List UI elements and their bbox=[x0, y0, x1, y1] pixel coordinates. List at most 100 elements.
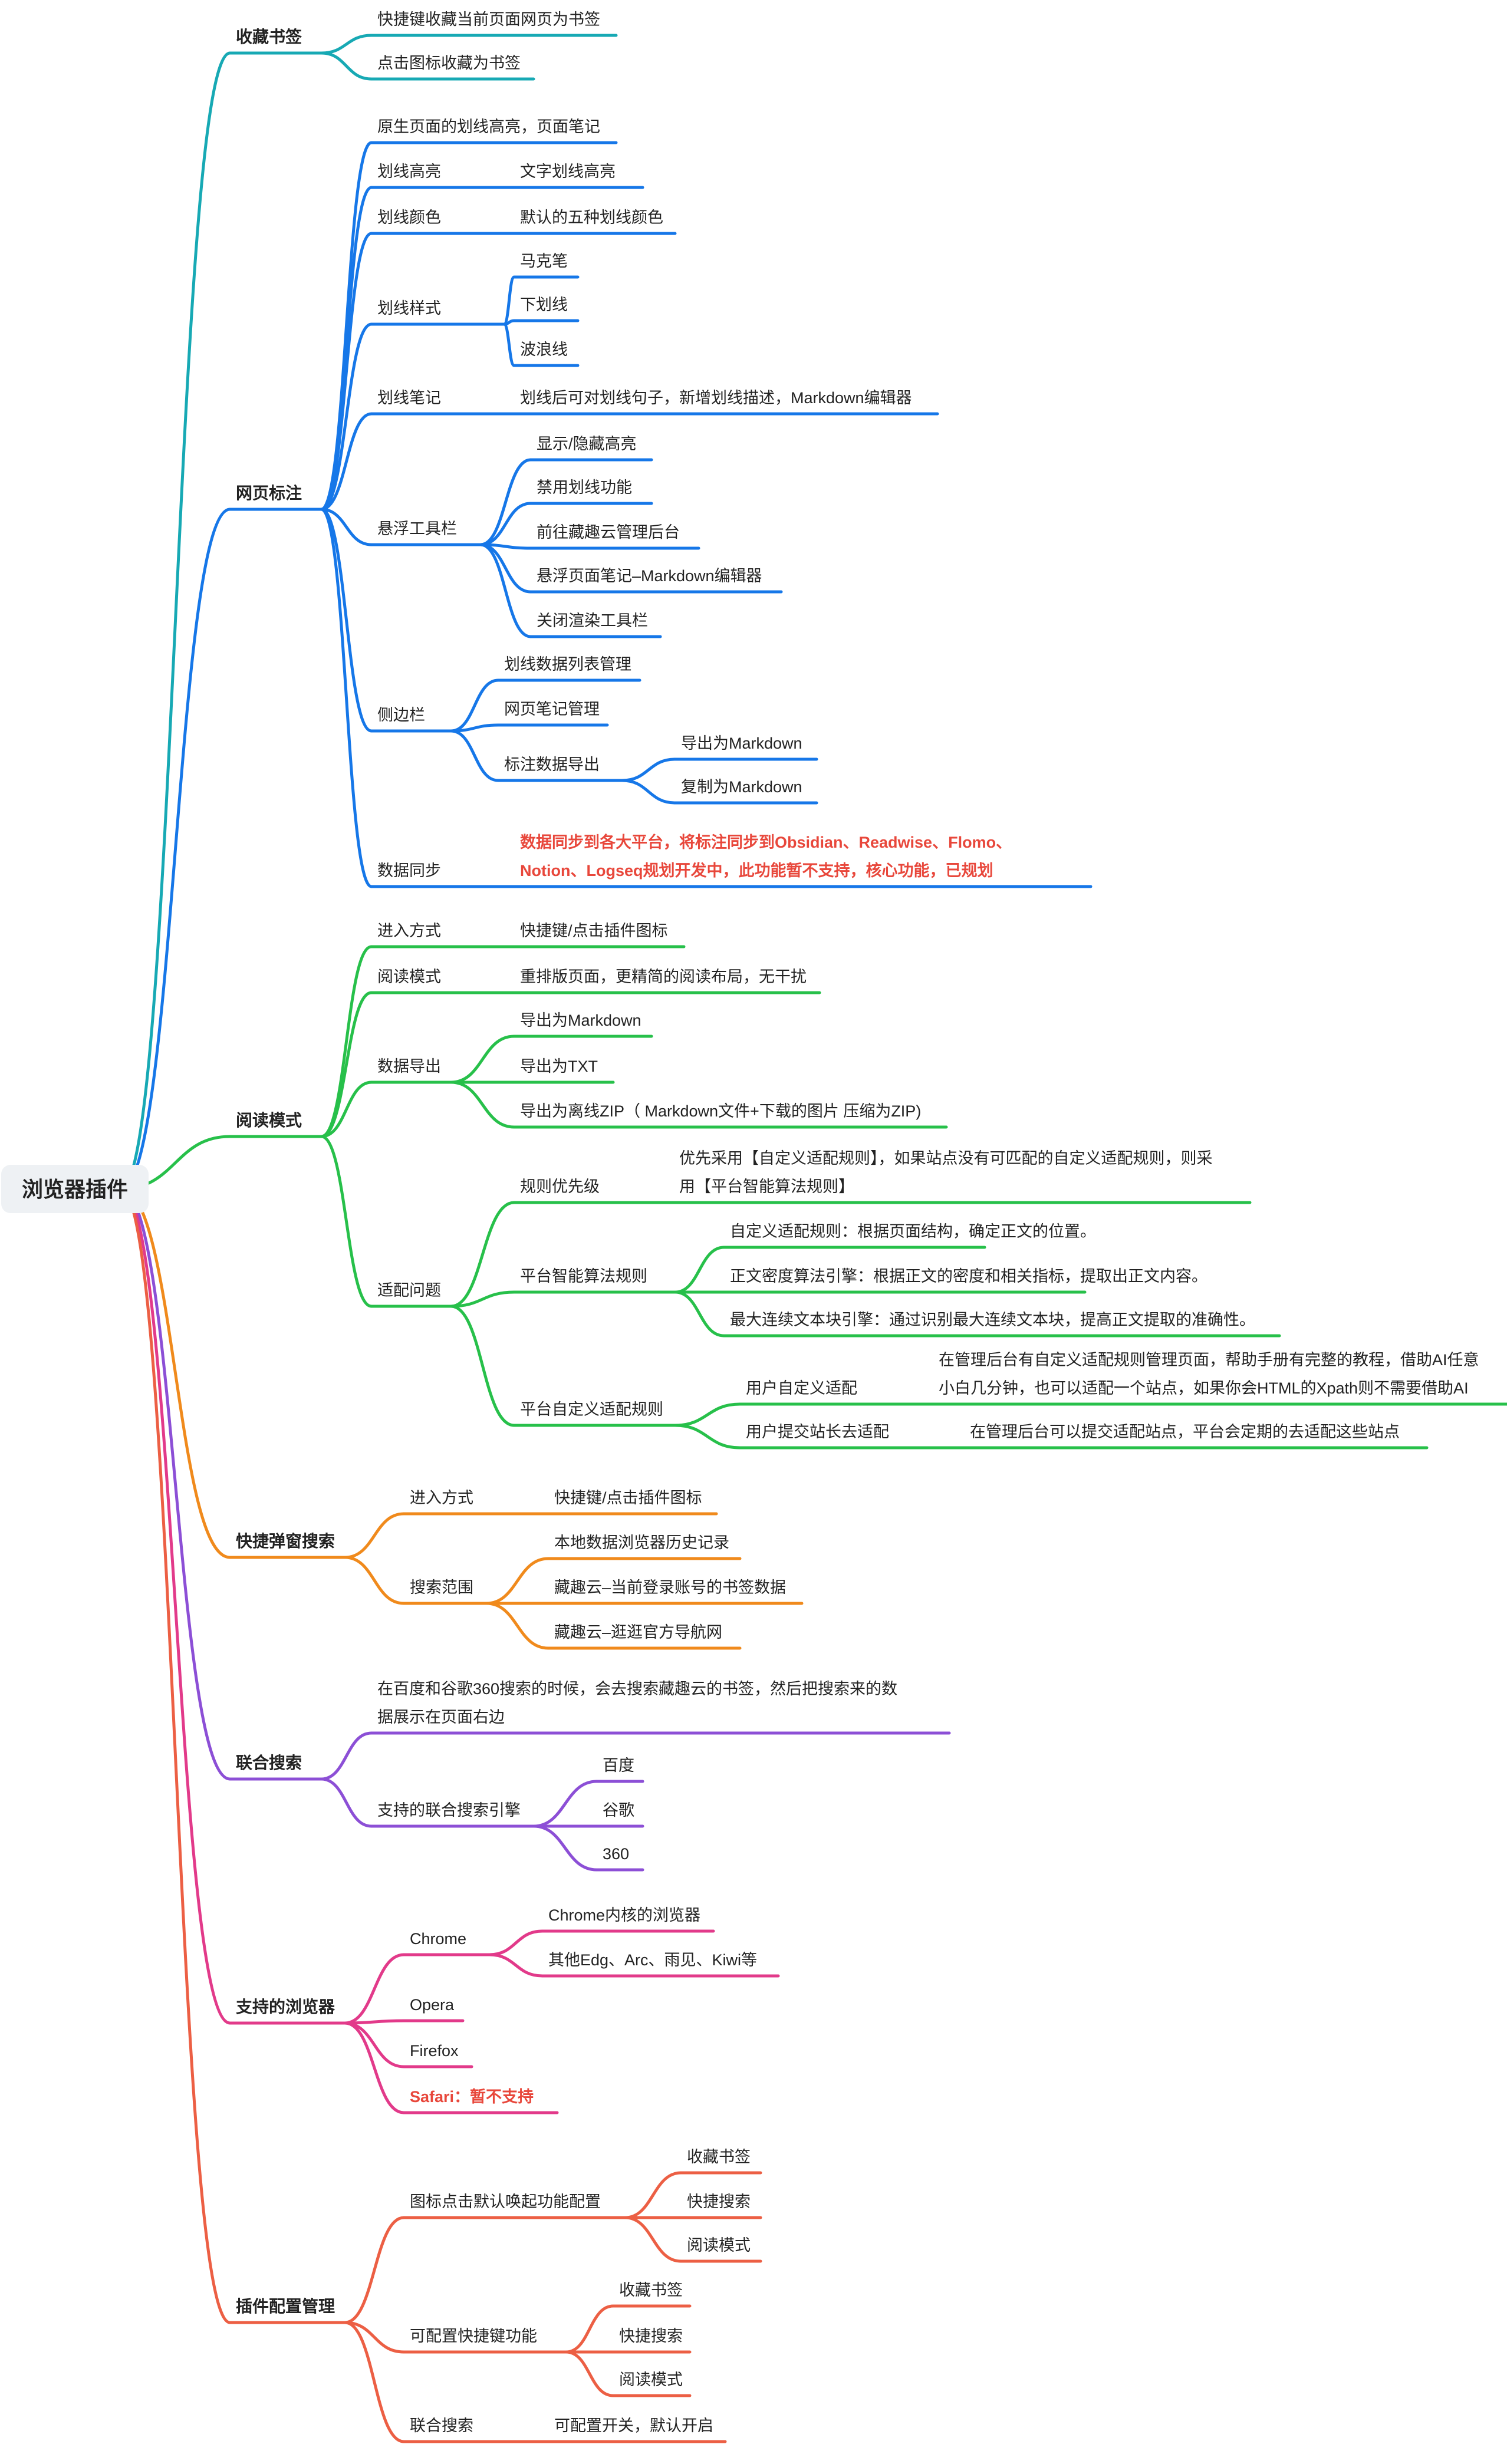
node-text-line: 下划线 bbox=[520, 296, 568, 314]
connector-root-1 bbox=[119, 508, 232, 1191]
node-label[interactable]: 平台智能算法规则 bbox=[520, 1267, 647, 1285]
node-text-line: 复制为Markdown bbox=[681, 778, 802, 796]
node-label[interactable]: 导出为TXT bbox=[520, 1058, 598, 1075]
node-label[interactable]: Firefox bbox=[410, 2042, 459, 2060]
node-label[interactable]: 阅读模式 bbox=[687, 2236, 751, 2254]
node-label[interactable]: 在管理后台有自定义适配规则管理页面，帮助手册有完整的教程，借助AI任意小白几分钟… bbox=[939, 1351, 1479, 1397]
node-label[interactable]: 阅读模式 bbox=[619, 2371, 683, 2389]
node-label[interactable]: 藏趣云–逛逛官方导航网 bbox=[554, 1623, 722, 1641]
node-label[interactable]: 默认的五种划线颜色 bbox=[520, 209, 663, 226]
node-text-line: Chrome bbox=[410, 1930, 466, 1948]
node-label[interactable]: 藏趣云–当前登录账号的书签数据 bbox=[554, 1579, 786, 1596]
node-label[interactable]: 导出为Markdown bbox=[681, 734, 802, 752]
node-label[interactable]: 用户自定义适配 bbox=[746, 1379, 857, 1397]
connector-layer bbox=[119, 34, 1507, 2443]
node-label[interactable]: 自定义适配规则：根据页面结构，确定正文的位置。 bbox=[730, 1223, 1096, 1240]
node-label[interactable]: 划线数据列表管理 bbox=[504, 655, 631, 673]
branch-label[interactable]: 插件配置管理 bbox=[236, 2297, 335, 2315]
node-label[interactable]: 标注数据导出 bbox=[504, 756, 600, 773]
branch-label[interactable]: 收藏书签 bbox=[236, 27, 302, 46]
branch-label[interactable]: 联合搜索 bbox=[236, 1753, 302, 1772]
node-label[interactable]: 前往藏趣云管理后台 bbox=[537, 523, 680, 541]
node-label[interactable]: 正文密度算法引擎：根据正文的密度和相关指标，提取出正文内容。 bbox=[730, 1267, 1207, 1285]
node-label[interactable]: 用户提交站长去适配 bbox=[746, 1423, 889, 1441]
node-label[interactable]: 快捷键/点击插件图标 bbox=[554, 1489, 702, 1507]
node-label[interactable]: 划线颜色 bbox=[377, 209, 441, 226]
node-label[interactable]: 马克笔 bbox=[520, 252, 568, 270]
node-label[interactable]: 360 bbox=[603, 1845, 629, 1863]
node-label[interactable]: 本地数据浏览器历史记录 bbox=[554, 1534, 729, 1551]
node-label[interactable]: 在百度和谷歌360搜索的时候，会去搜索藏趣云的书签，然后把搜索来的数据展示在页面… bbox=[377, 1680, 897, 1726]
node-label[interactable]: 划线笔记 bbox=[377, 389, 441, 407]
branch-label[interactable]: 网页标注 bbox=[236, 483, 302, 502]
node-label[interactable]: 禁用划线功能 bbox=[537, 479, 632, 496]
node-label[interactable]: 可配置开关，默认开启 bbox=[554, 2417, 713, 2435]
node-label[interactable]: 悬浮页面笔记–Markdown编辑器 bbox=[537, 567, 762, 585]
node-label[interactable]: 划线后可对划线句子，新增划线描述，Markdown编辑器 bbox=[520, 389, 912, 407]
node-label[interactable]: 快捷键/点击插件图标 bbox=[520, 922, 668, 940]
node-label[interactable]: Chrome bbox=[410, 1930, 466, 1948]
node-text-line: 阅读模式 bbox=[236, 1111, 302, 1129]
node-text-line: 阅读模式 bbox=[687, 2236, 751, 2254]
node-label[interactable]: 其他Edg、Arc、雨见、Kiwi等 bbox=[548, 1951, 757, 1969]
node-label[interactable]: 快捷搜索 bbox=[687, 2193, 751, 2211]
node-label[interactable]: 下划线 bbox=[520, 296, 568, 314]
node-label[interactable]: Chrome内核的浏览器 bbox=[548, 1906, 700, 1924]
node-label[interactable]: 规则优先级 bbox=[520, 1178, 600, 1195]
node-label[interactable]: 导出为Markdown bbox=[520, 1012, 641, 1029]
node-label[interactable]: 谷歌 bbox=[603, 1801, 634, 1819]
node-label[interactable]: 数据同步 bbox=[377, 862, 441, 879]
node-label[interactable]: 适配问题 bbox=[377, 1282, 441, 1299]
node-label[interactable]: 文字划线高亮 bbox=[520, 163, 616, 180]
node-label[interactable]: 最大连续文本块引擎：通过识别最大连续文本块，提高正文提取的准确性。 bbox=[730, 1311, 1255, 1329]
node-label[interactable]: 导出为离线ZIP（ Markdown文件+下载的图片 压缩为ZIP) bbox=[520, 1102, 921, 1120]
node-text-line: 悬浮工具栏 bbox=[377, 520, 457, 538]
connector-1-3 bbox=[320, 322, 373, 511]
node-label[interactable]: 侧边栏 bbox=[377, 706, 425, 724]
branch-label[interactable]: 支持的浏览器 bbox=[236, 1997, 335, 2016]
node-text-line: 文字划线高亮 bbox=[520, 163, 616, 180]
node-label[interactable]: 进入方式 bbox=[377, 922, 441, 940]
node-label[interactable]: 划线高亮 bbox=[377, 163, 441, 180]
node-label[interactable]: 波浪线 bbox=[520, 341, 568, 358]
node-label[interactable]: 优先采用【自定义适配规则】，如果站点没有可匹配的自定义适配规则，则采用【平台智能… bbox=[679, 1149, 1213, 1195]
node-label[interactable]: 复制为Markdown bbox=[681, 778, 802, 796]
connector-2-3-2 bbox=[449, 1305, 516, 1427]
node-label[interactable]: 搜索范围 bbox=[410, 1579, 473, 1596]
node-label[interactable]: 划线样式 bbox=[377, 299, 441, 317]
root-node-box[interactable] bbox=[1, 1165, 149, 1213]
node-label[interactable]: 图标点击默认唤起功能配置 bbox=[410, 2193, 601, 2211]
node-label[interactable]: Opera bbox=[410, 1996, 455, 2014]
node-label[interactable]: 联合搜索 bbox=[410, 2417, 473, 2435]
node-label[interactable]: 收藏书签 bbox=[619, 2281, 683, 2299]
connector-2-2-0 bbox=[449, 1035, 516, 1084]
node-label[interactable]: 支持的联合搜索引擎 bbox=[377, 1801, 521, 1819]
root-node-label: 浏览器插件 bbox=[22, 1177, 128, 1201]
connector-2-3-1-2 bbox=[673, 1290, 726, 1338]
node-label[interactable]: 百度 bbox=[603, 1757, 634, 1774]
node-label[interactable]: 可配置快捷键功能 bbox=[410, 2327, 537, 2345]
branch-label[interactable]: 快捷弹窗搜索 bbox=[236, 1531, 335, 1550]
node-label[interactable]: 进入方式 bbox=[410, 1489, 473, 1507]
node-label[interactable]: 平台自定义适配规则 bbox=[520, 1401, 663, 1418]
node-label[interactable]: 重排版页面，更精简的阅读布局，无干扰 bbox=[520, 968, 807, 986]
node-label[interactable]: 数据同步到各大平台，将标注同步到Obsidian、Readwise、Flomo、… bbox=[520, 833, 1012, 879]
node-text-line: 快捷键/点击插件图标 bbox=[554, 1489, 702, 1507]
node-label[interactable]: 显示/隐藏高亮 bbox=[537, 435, 637, 453]
node-label[interactable]: 快捷键收藏当前页面网页为书签 bbox=[377, 11, 600, 28]
node-label[interactable]: 阅读模式 bbox=[377, 968, 441, 986]
node-label[interactable]: 原生页面的划线高亮，页面笔记 bbox=[377, 118, 600, 136]
node-label[interactable]: 收藏书签 bbox=[687, 2148, 751, 2166]
node-text-line: 在百度和谷歌360搜索的时候，会去搜索藏趣云的书签，然后把搜索来的数 bbox=[377, 1680, 897, 1698]
node-label[interactable]: 点击图标收藏为书签 bbox=[377, 54, 521, 72]
node-label[interactable]: 在管理后台可以提交适配站点，平台会定期的去适配这些站点 bbox=[970, 1423, 1400, 1441]
node-text-line: 优先采用【自定义适配规则】，如果站点没有可匹配的自定义适配规则，则采 bbox=[679, 1149, 1213, 1167]
node-label[interactable]: Safari：暂不支持 bbox=[410, 2087, 534, 2106]
node-label[interactable]: 关闭渲染工具栏 bbox=[537, 612, 648, 630]
node-label[interactable]: 网页笔记管理 bbox=[504, 700, 600, 718]
node-text-line: 支持的联合搜索引擎 bbox=[377, 1801, 521, 1819]
node-label[interactable]: 悬浮工具栏 bbox=[377, 520, 457, 538]
branch-label[interactable]: 阅读模式 bbox=[236, 1111, 302, 1129]
node-label[interactable]: 数据导出 bbox=[377, 1058, 441, 1075]
node-label[interactable]: 快捷搜索 bbox=[619, 2327, 683, 2345]
